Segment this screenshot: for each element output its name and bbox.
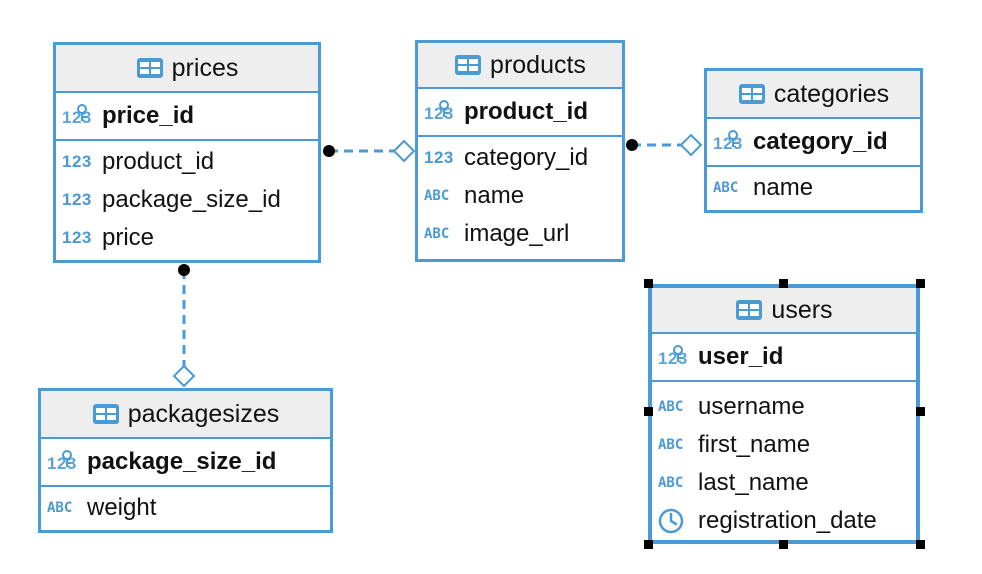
numeric-key-icon: 123: [47, 448, 87, 476]
resize-handle-n[interactable]: [779, 279, 788, 288]
columns-section: ABC username ABC first_name ABC last_nam…: [652, 382, 916, 540]
entity-title: categories: [773, 79, 890, 108]
column-row[interactable]: ABC name: [707, 169, 920, 207]
entity-packagesizes[interactable]: packagesizes 123 package_size_id ABC wei…: [38, 388, 333, 533]
column-row[interactable]: 123 price_id: [56, 93, 318, 139]
entity-products[interactable]: products 123 product_id 123 category_id …: [415, 40, 625, 262]
numeric-icon: 123: [62, 190, 92, 209]
clock-icon: [658, 508, 698, 534]
column-name: price_id: [102, 102, 195, 129]
column-row[interactable]: 123 category_id: [418, 139, 622, 177]
resize-handle-s[interactable]: [779, 540, 788, 549]
pk-section: 123 category_id: [707, 119, 920, 167]
column-name: package_size_id: [102, 186, 281, 213]
pk-section: 123 price_id: [56, 93, 318, 141]
text-icon: ABC: [424, 188, 450, 204]
column-name: image_url: [464, 220, 570, 247]
entity-header[interactable]: products: [418, 43, 622, 89]
entity-title: packagesizes: [127, 399, 280, 428]
resize-handle-e[interactable]: [916, 407, 925, 416]
column-row[interactable]: 123 category_id: [707, 119, 920, 165]
entity-title: products: [490, 50, 586, 79]
numeric-key-icon: 123: [62, 102, 102, 130]
column-name: price: [102, 224, 155, 251]
pk-section: 123 package_size_id: [41, 439, 330, 487]
columns-section: ABC weight: [41, 487, 330, 527]
link-products-categories[interactable]: [626, 133, 703, 157]
entity-categories[interactable]: categories 123 category_id ABC name: [704, 68, 923, 213]
column-row[interactable]: 123 package_size_id: [56, 181, 318, 219]
resize-handle-w[interactable]: [644, 407, 653, 416]
column-row[interactable]: 123 price: [56, 219, 318, 257]
table-icon: [92, 403, 120, 425]
resize-handle-ne[interactable]: [916, 279, 925, 288]
table-icon: [735, 299, 763, 321]
entity-users[interactable]: users 123 user_id ABC username ABC first…: [648, 284, 920, 544]
resize-handle-nw[interactable]: [644, 279, 653, 288]
column-name: last_name: [698, 469, 809, 496]
resize-handle-se[interactable]: [916, 540, 925, 549]
column-name: product_id: [102, 148, 215, 175]
column-name: category_id: [753, 128, 888, 155]
column-name: product_id: [464, 98, 588, 125]
column-name: category_id: [464, 144, 589, 171]
numeric-key-icon: 123: [424, 98, 464, 126]
column-name: package_size_id: [87, 448, 277, 475]
link-prices-products[interactable]: [323, 139, 416, 163]
text-icon: ABC: [658, 437, 684, 453]
columns-section: ABC name: [707, 167, 920, 207]
column-row[interactable]: ABC image_url: [418, 215, 622, 253]
pk-section: 123 product_id: [418, 89, 622, 137]
column-name: user_id: [698, 343, 784, 370]
entity-title: users: [771, 295, 833, 324]
column-row[interactable]: 123 user_id: [652, 334, 916, 380]
resize-handle-sw[interactable]: [644, 540, 653, 549]
column-row[interactable]: 123 product_id: [56, 143, 318, 181]
text-icon: ABC: [658, 399, 684, 415]
numeric-key-icon: 123: [658, 343, 698, 371]
link-prices-packagesizes[interactable]: [172, 264, 196, 388]
column-row[interactable]: ABC username: [652, 388, 916, 426]
column-row[interactable]: ABC first_name: [652, 426, 916, 464]
entity-prices[interactable]: prices 123 price_id 123 product_id 123 p…: [53, 42, 321, 263]
column-row[interactable]: 123 product_id: [418, 89, 622, 135]
entity-title: prices: [171, 53, 239, 82]
column-name: first_name: [698, 431, 811, 458]
text-icon: ABC: [47, 500, 73, 516]
column-name: name: [464, 182, 525, 209]
numeric-icon: 123: [62, 152, 92, 171]
column-row[interactable]: ABC name: [418, 177, 622, 215]
entity-header[interactable]: users: [652, 288, 916, 334]
pk-section: 123 user_id: [652, 334, 916, 382]
columns-section: 123 product_id 123 package_size_id 123 p…: [56, 141, 318, 257]
column-name: weight: [87, 494, 157, 521]
column-name: name: [753, 174, 814, 201]
numeric-icon: 123: [424, 148, 454, 167]
text-icon: ABC: [424, 226, 450, 242]
column-row[interactable]: registration_date: [652, 502, 916, 540]
entity-header[interactable]: packagesizes: [41, 391, 330, 439]
text-icon: ABC: [713, 180, 739, 196]
numeric-key-icon: 123: [713, 128, 753, 156]
column-row[interactable]: ABC last_name: [652, 464, 916, 502]
column-name: username: [698, 393, 805, 420]
column-row[interactable]: ABC weight: [41, 489, 330, 527]
numeric-icon: 123: [62, 228, 92, 247]
table-icon: [738, 83, 766, 105]
table-icon: [454, 54, 482, 76]
table-icon: [136, 57, 164, 79]
entity-header[interactable]: prices: [56, 45, 318, 93]
column-row[interactable]: 123 package_size_id: [41, 439, 330, 485]
text-icon: ABC: [658, 475, 684, 491]
column-name: registration_date: [698, 507, 877, 534]
entity-header[interactable]: categories: [707, 71, 920, 119]
columns-section: 123 category_id ABC name ABC image_url: [418, 137, 622, 253]
